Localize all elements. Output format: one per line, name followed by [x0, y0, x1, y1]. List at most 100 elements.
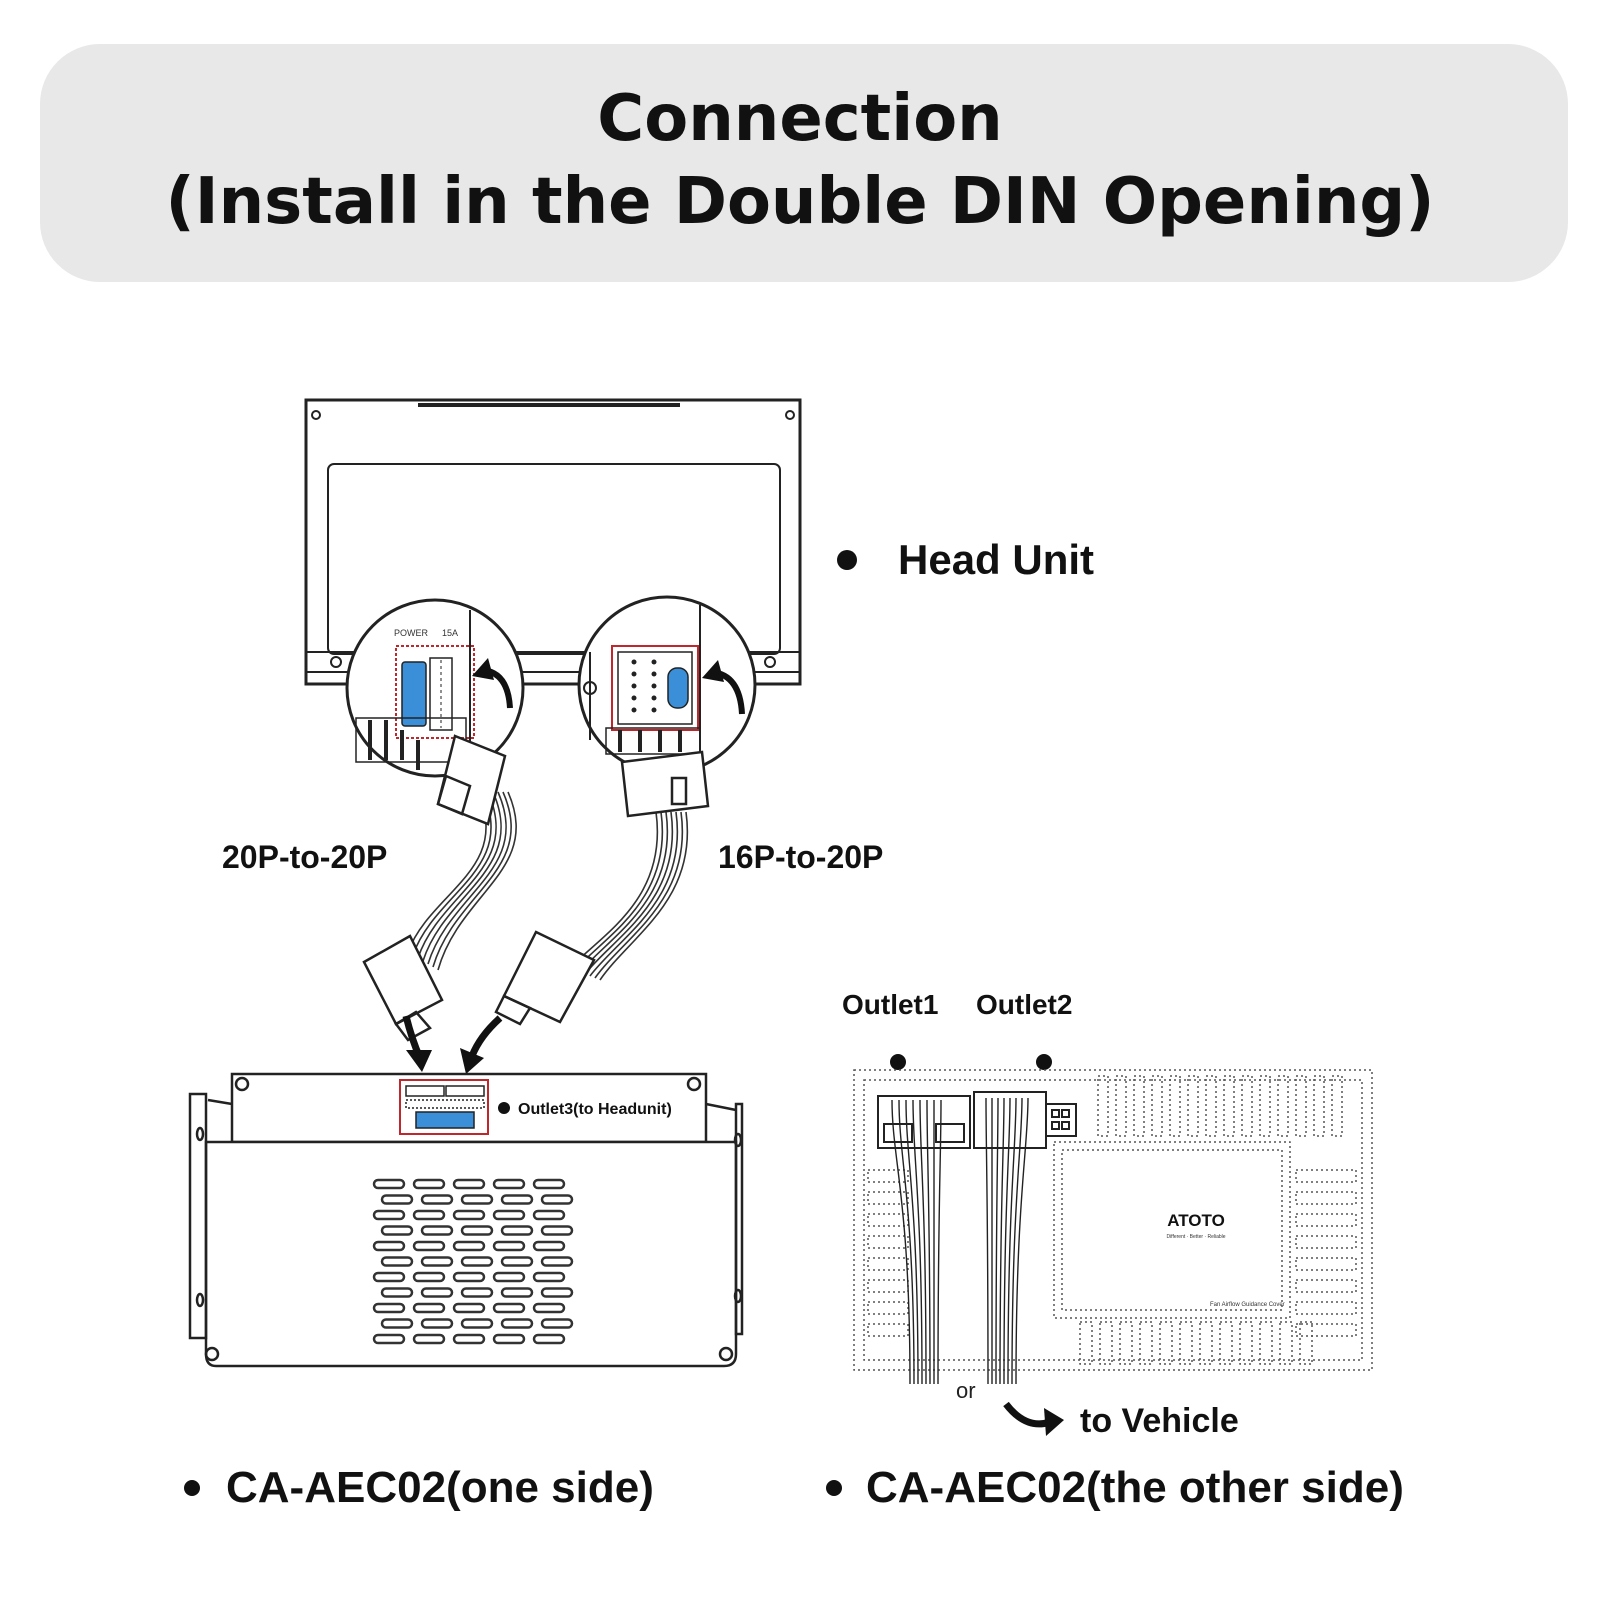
head-unit-bullet [837, 550, 857, 570]
cable-16p-plug-bottom [494, 930, 596, 1026]
head-unit-label: Head Unit [898, 536, 1094, 583]
cooling-fin [1223, 1075, 1235, 1137]
cooling-fin [1133, 1075, 1145, 1137]
page-subtitle: (Install in the Double DIN Opening) [165, 165, 1435, 239]
box-other-side-illustration [853, 1069, 1373, 1371]
wire [937, 1099, 942, 1385]
cooling-fin [1295, 1257, 1357, 1271]
cooling-fin [1299, 1321, 1313, 1365]
arrow-down-left [402, 1015, 432, 1072]
outlet2-label: Outlet2 [976, 989, 1072, 1020]
brand-logo: ATOTO [1167, 1211, 1225, 1230]
outlet3-port [399, 1079, 489, 1135]
cooling-fin [1199, 1321, 1213, 1365]
vent-slot [420, 1225, 454, 1236]
vent-slot [460, 1256, 494, 1267]
cooling-fin [1295, 1279, 1357, 1293]
vent-slot [412, 1302, 446, 1314]
vent-slot [540, 1194, 574, 1205]
vent-slot [452, 1178, 486, 1190]
vent-slot [492, 1302, 526, 1314]
wire [1015, 1097, 1029, 1385]
wire [912, 1099, 923, 1385]
wire [905, 1099, 919, 1385]
vent-slot [452, 1302, 486, 1314]
wire [995, 1097, 999, 1385]
vent-slot [412, 1333, 446, 1345]
cable-right-label: 16P-to-20P [718, 839, 883, 875]
power-port-zoom: POWER 15A [345, 598, 525, 778]
cooling-fin [1159, 1321, 1173, 1365]
cooling-fin [867, 1323, 909, 1337]
cooling-fin [1179, 1321, 1193, 1365]
vent-slot [532, 1178, 566, 1190]
cooling-fin [1241, 1075, 1253, 1137]
power-label: POWER [394, 628, 429, 638]
vent-slot [492, 1271, 526, 1283]
vent-slot [372, 1209, 406, 1221]
cooling-fin [1115, 1075, 1127, 1137]
cooling-fin [1279, 1321, 1293, 1365]
cooling-fin [1239, 1321, 1253, 1365]
wire [891, 1099, 911, 1385]
vent-slot [540, 1256, 574, 1267]
cooling-fin [867, 1257, 909, 1271]
cooling-fin [1259, 1075, 1271, 1137]
vent-slot [412, 1240, 446, 1252]
vent-slot [460, 1318, 494, 1329]
cable-16p-plug-top [620, 750, 710, 818]
fuse-label: 15A [442, 628, 458, 638]
vent-slot [380, 1225, 414, 1236]
vent-slot [420, 1287, 454, 1298]
vent-slot [500, 1225, 534, 1236]
cooling-fin [1169, 1075, 1181, 1137]
cooling-fin [1187, 1075, 1199, 1137]
arrow-down-right [460, 1015, 503, 1074]
cooling-fin [1295, 1235, 1357, 1249]
cooling-fin [1331, 1075, 1343, 1137]
vent-slot [500, 1256, 534, 1267]
or-label: or [956, 1378, 976, 1403]
caption-one-side-bullet [184, 1480, 200, 1496]
vent-slot [492, 1240, 526, 1252]
cooling-fin [1295, 1213, 1357, 1227]
to-vehicle-label: to Vehicle [1080, 1402, 1239, 1440]
connector-port-zoom [577, 595, 757, 775]
vent-slot [532, 1271, 566, 1283]
cooling-fin [1295, 1323, 1357, 1337]
cable-left-label: 20P-to-20P [222, 839, 387, 875]
vent-slot [460, 1287, 494, 1298]
cable-20p-plug-top [436, 734, 507, 826]
vent-slot [532, 1240, 566, 1252]
vent-slot [492, 1209, 526, 1221]
vent-slot [460, 1225, 494, 1236]
vent-slot [532, 1302, 566, 1314]
vent-slot [372, 1302, 406, 1314]
vent-slot [452, 1209, 486, 1221]
vent-slot [372, 1240, 406, 1252]
cooling-fin [1219, 1321, 1233, 1365]
cooling-fin [1295, 1301, 1357, 1315]
title-banner [40, 44, 1568, 282]
cooling-fin [1151, 1075, 1163, 1137]
outlet3-bullet [498, 1102, 510, 1114]
vent-slot [532, 1333, 566, 1345]
vent-slot [372, 1178, 406, 1190]
vent-slot [380, 1287, 414, 1298]
caption-other-side-bullet [826, 1480, 842, 1496]
page-title: Connection [597, 82, 1003, 156]
vent-slot [372, 1271, 406, 1283]
wire [999, 1097, 1005, 1385]
vent-slot [500, 1287, 534, 1298]
cable-20p-to-20p [407, 791, 517, 971]
vent-slot [380, 1194, 414, 1205]
vent-slots [372, 1178, 574, 1345]
vent-slot [412, 1178, 446, 1190]
caption-other-side: CA-AEC02(the other side) [866, 1463, 1404, 1512]
vent-slot [380, 1318, 414, 1329]
cooling-fin [867, 1169, 909, 1183]
vent-slot [532, 1209, 566, 1221]
outlet3-label: Outlet3(to Headunit) [518, 1101, 672, 1118]
to-vehicle-arrow [1003, 1401, 1064, 1436]
cooling-fin [1119, 1321, 1133, 1365]
